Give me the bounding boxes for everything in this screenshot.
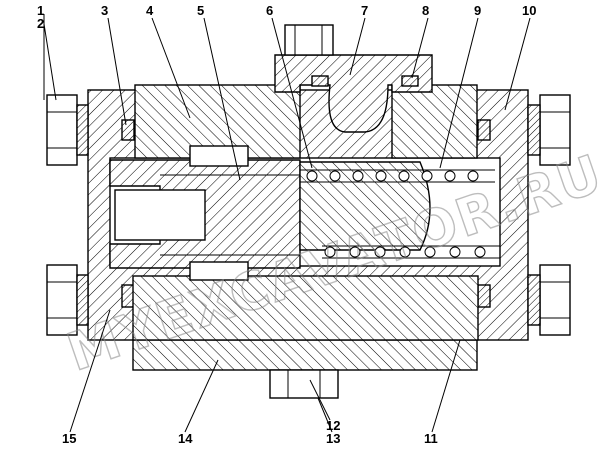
insert bbox=[401, 75, 419, 87]
callout-4: 4 bbox=[146, 3, 154, 18]
lower-body-block bbox=[132, 275, 479, 341]
callout-5: 5 bbox=[197, 3, 204, 18]
piston bbox=[299, 161, 431, 251]
callout-2: 2 bbox=[37, 16, 44, 31]
lower-spring bbox=[322, 245, 500, 259]
callout-14: 14 bbox=[178, 431, 193, 446]
callout-9: 9 bbox=[474, 3, 481, 18]
callout-8: 8 bbox=[422, 3, 429, 18]
callout-11: 11 bbox=[424, 431, 438, 446]
callout-6: 6 bbox=[266, 3, 273, 18]
left-fittings bbox=[46, 94, 89, 336]
callout-15: 15 bbox=[62, 431, 76, 446]
callout-1: 1 bbox=[37, 3, 44, 18]
callout-10: 10 bbox=[522, 3, 536, 18]
bottom-nut bbox=[269, 369, 339, 399]
seal-ring bbox=[121, 119, 135, 141]
upper-spring bbox=[300, 169, 495, 183]
upper-right-block bbox=[391, 84, 478, 159]
callout-12: 12 bbox=[326, 418, 340, 433]
leader-lines bbox=[43, 14, 531, 433]
cover bbox=[274, 24, 433, 133]
callout-7: 7 bbox=[361, 3, 368, 18]
callout-3: 3 bbox=[101, 3, 108, 18]
callout-13: 13 bbox=[326, 431, 340, 446]
right-fittings bbox=[527, 94, 571, 336]
